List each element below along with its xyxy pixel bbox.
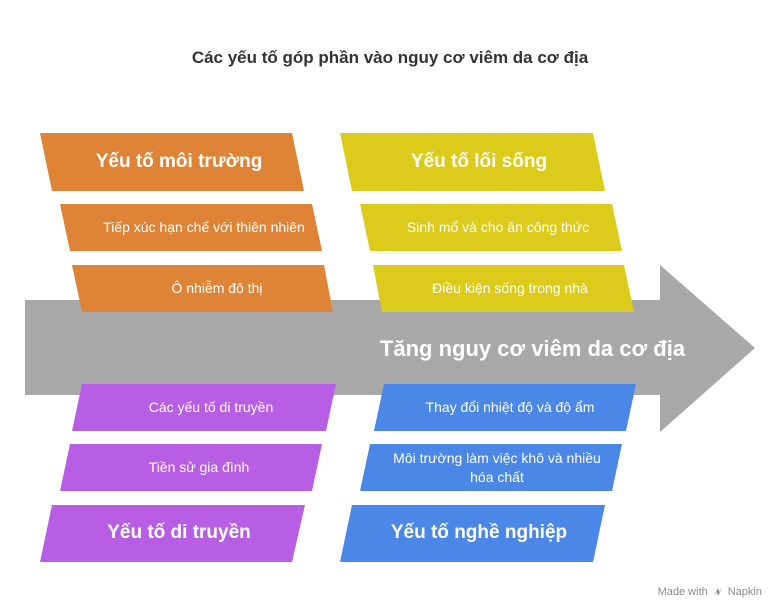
environment-item-2: Ô nhiễm đô thị <box>171 280 263 297</box>
genetic-item-2-shape <box>60 444 322 491</box>
genetic-item-1: Các yếu tố di truyền <box>148 399 274 416</box>
occupational-header-shape <box>340 505 605 562</box>
environment-item-2-shape <box>72 265 333 312</box>
occupational-item-2: Môi trường làm việc khô và nhiều hóa chấ… <box>393 450 601 485</box>
occupational-header: Yếu tố nghề nghiệp <box>390 522 568 544</box>
napkin-logo-icon <box>713 588 722 596</box>
brand-name: Napkin <box>727 586 762 598</box>
diagram-title: Các yếu tố góp phần vào nguy cơ viêm da … <box>191 48 589 67</box>
lifestyle-header-shape <box>340 133 605 191</box>
genetic-item-1-shape <box>72 384 336 431</box>
lifestyle-header: Yếu tố lối sống <box>410 150 548 172</box>
genetic-header-shape <box>40 505 305 562</box>
genetic-item-2: Tiền sử gia đình <box>148 459 250 476</box>
environment-header: Yếu tố môi trường <box>95 150 263 172</box>
environment-item-1: Tiếp xúc hạn chế với thiên nhiên <box>103 219 305 236</box>
occupational-item-1: Thay đổi nhiệt độ và độ ẩm <box>425 399 595 416</box>
outcome-label: Tăng nguy cơ viêm da cơ địa <box>379 336 686 361</box>
occupational-item-2-shape <box>360 444 622 491</box>
lifestyle-item-1-shape <box>360 204 622 251</box>
made-with-text: Made with <box>657 586 708 598</box>
environment-header-shape <box>40 133 304 191</box>
genetic-header: Yếu tố di truyền <box>107 522 251 544</box>
lifestyle-item-2-shape <box>373 265 634 312</box>
occupational-item-1-shape <box>374 384 636 431</box>
napkin-branding[interactable]: Made with Napkin <box>658 586 762 598</box>
environment-item-1-shape <box>60 204 322 251</box>
lifestyle-item-1: Sinh mổ và cho ăn công thức <box>406 219 590 236</box>
lifestyle-item-2: Điều kiện sống trong nhà <box>432 280 588 297</box>
